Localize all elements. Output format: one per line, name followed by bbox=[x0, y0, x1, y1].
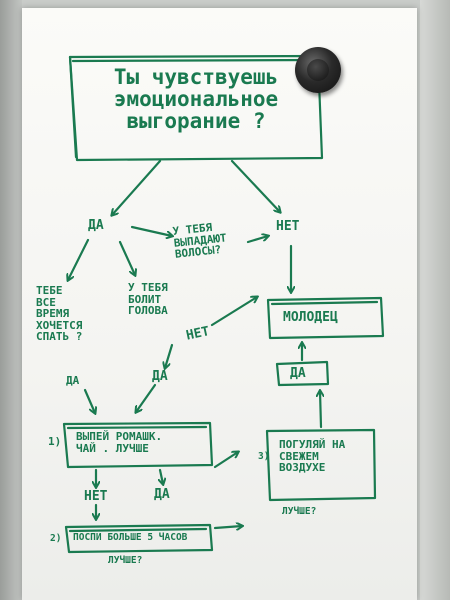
step3-text: ПОГУЛЯЙ НА СВЕЖЕМ ВОЗДУХЕ bbox=[279, 438, 346, 475]
step2-better-question: ЛУЧШЕ? bbox=[108, 555, 143, 566]
question-headache: У ТЕБЯ БОЛИТ ГОЛОВА bbox=[128, 281, 168, 318]
step1-no: НЕТ bbox=[84, 489, 108, 504]
step2-number: 2) bbox=[50, 533, 62, 544]
question-want-sleep: ТЕБЕ ВСЕ ВРЕМЯ ХОЧЕТСЯ СПАТЬ ? bbox=[36, 284, 83, 344]
paper-sheet bbox=[22, 8, 417, 600]
arrow-sleepyes-step1 bbox=[83, 388, 95, 413]
result-box bbox=[266, 296, 385, 340]
arrow-headache-down bbox=[165, 343, 174, 368]
step3-box bbox=[265, 428, 377, 502]
answer-yes: ДА bbox=[88, 218, 104, 233]
step3-better-question: ЛУЧШЕ? bbox=[282, 506, 317, 517]
answer-no: НЕТ bbox=[276, 219, 300, 234]
arrow-step2-right bbox=[213, 526, 242, 528]
title-question: Ты чувствуешь эмоциональное выгорание ? bbox=[113, 65, 279, 134]
arrow-hair-no bbox=[246, 236, 268, 244]
step2-text: ПОСПИ БОЛЬШЕ 5 ЧАСОВ bbox=[73, 532, 188, 543]
step1-yes: ДА bbox=[154, 487, 170, 502]
arrow-headyes-step1 bbox=[136, 383, 157, 412]
step1-number: 1) bbox=[48, 435, 62, 448]
wall-left bbox=[0, 0, 22, 600]
step1-box bbox=[62, 421, 214, 469]
magnet-center bbox=[307, 59, 329, 81]
sleep-yes: ДА bbox=[66, 374, 80, 387]
result-yes: ДА bbox=[290, 366, 306, 381]
arrow-title-no bbox=[230, 159, 280, 212]
step3-number: 3) bbox=[258, 451, 270, 462]
arrow-step3-yesbox bbox=[320, 391, 321, 429]
arrow-step1-yes bbox=[160, 468, 163, 484]
headache-yes: ДА bbox=[152, 369, 168, 384]
magnet bbox=[295, 47, 341, 93]
step1-text: ВЫПЕЙ РОМАШК. ЧАЙ . ЛУЧШЕ bbox=[76, 430, 163, 455]
question-hair-loss: У ТЕБЯ ВЫПАДАЮТ ВОЛОСЫ? bbox=[171, 220, 228, 261]
step2-box bbox=[64, 523, 214, 554]
wall-right bbox=[420, 0, 450, 600]
arrow-yes-hair bbox=[130, 225, 172, 236]
arrow-step1-step3 bbox=[213, 452, 238, 469]
arrow-headache-no-hair bbox=[210, 297, 257, 327]
result-well-done: МОЛОДЕЦ bbox=[283, 310, 338, 325]
arrow-title-yes bbox=[112, 159, 162, 215]
arrow-yes-headache bbox=[118, 240, 135, 275]
arrow-yes-sleep bbox=[68, 238, 90, 280]
yes-box bbox=[275, 360, 330, 387]
